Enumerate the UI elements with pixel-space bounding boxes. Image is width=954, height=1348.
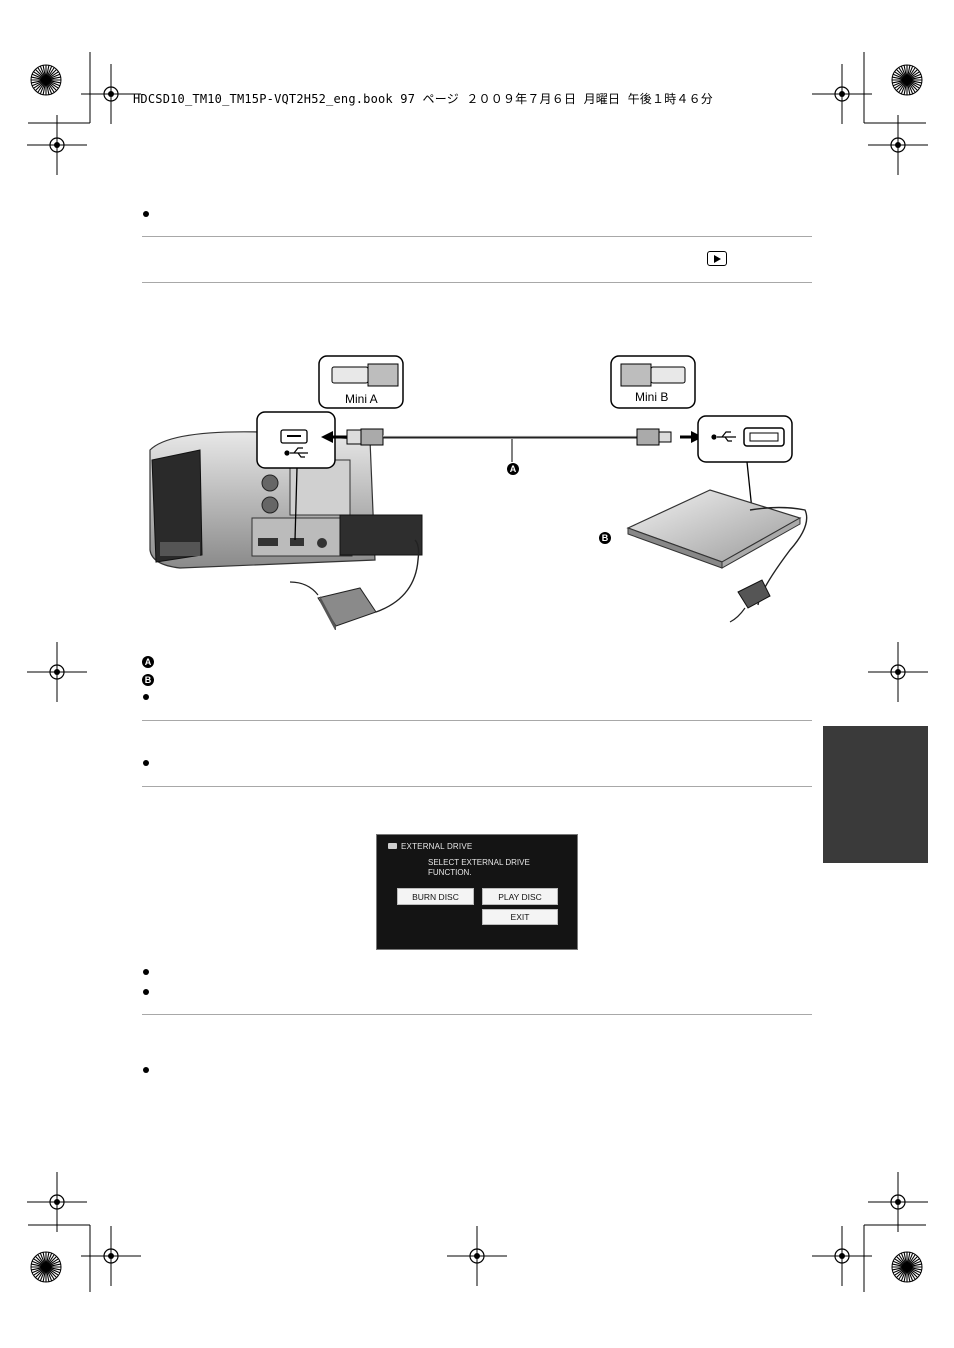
bullet [143, 760, 149, 766]
external-drive-menu-screen: EXTERNAL DRIVE SELECT EXTERNAL DRIVE FUN… [376, 834, 578, 950]
legend-b-marker: B [142, 674, 154, 686]
mini-b-label: Mini B [635, 390, 669, 404]
section-divider [142, 786, 812, 787]
section-divider [142, 1014, 812, 1015]
bullet [143, 1067, 149, 1073]
section-divider [142, 720, 812, 721]
bullet [143, 211, 149, 217]
bullet [143, 694, 149, 700]
legend-a-marker: A [142, 656, 154, 668]
external-drive-illustration [626, 489, 808, 623]
screen-message-line-1: SELECT EXTERNAL DRIVE [428, 858, 530, 867]
bullet [143, 989, 149, 995]
screen-message: SELECT EXTERNAL DRIVE FUNCTION. [428, 858, 568, 878]
external-drive-icon [388, 843, 397, 849]
chapter-side-tab [823, 726, 928, 863]
file-header: HDCSD10_TM10_TM15P-VQT2H52_eng.book 97 ペ… [133, 92, 713, 106]
connection-diagram [149, 355, 808, 630]
callout-b: B [599, 532, 611, 544]
callout-a: A [507, 463, 519, 475]
screen-title: EXTERNAL DRIVE [401, 842, 473, 851]
play-mode-icon [707, 251, 727, 266]
play-disc-button[interactable]: PLAY DISC [482, 888, 558, 905]
mini-a-label: Mini A [345, 392, 378, 406]
bullet [143, 969, 149, 975]
screen-message-line-2: FUNCTION. [428, 868, 472, 877]
ac-adapter-illustration [289, 539, 420, 630]
exit-button[interactable]: EXIT [482, 909, 558, 925]
section-divider [142, 236, 812, 237]
section-divider [142, 282, 812, 283]
burn-disc-button[interactable]: BURN DISC [397, 888, 474, 905]
